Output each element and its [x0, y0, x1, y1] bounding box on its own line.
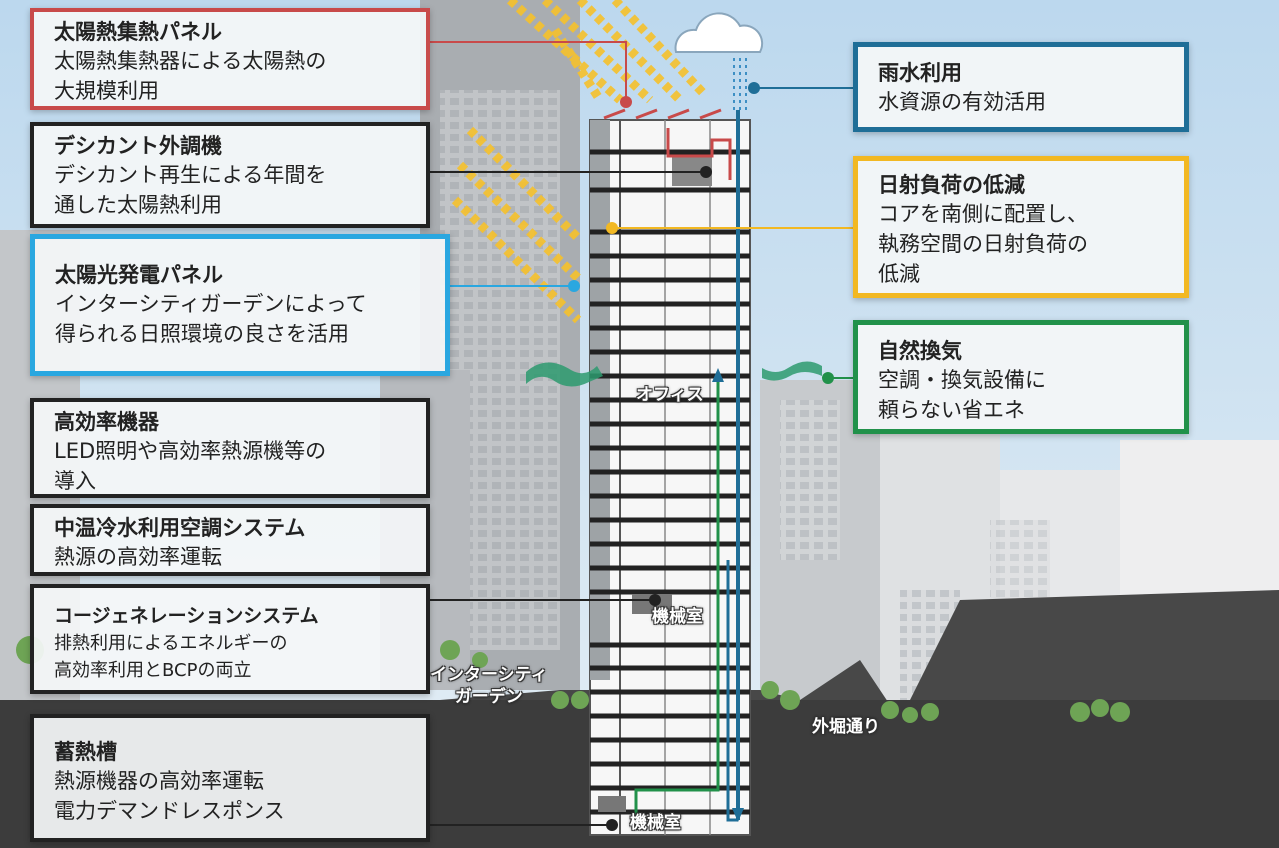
thermal-storage-box: 蓄熱槽 熱源機器の高効率運転 電力デマンドレスポンス — [30, 714, 430, 842]
street-label: 外堀通り — [812, 717, 880, 737]
pointer-dot-thermal-storage — [606, 819, 618, 831]
solar-thermal-desc-line1: 太陽熱集熱器による太陽熱の — [54, 49, 327, 73]
thermal-storage-desc-line1: 熱源機器の高効率運転 — [54, 769, 264, 793]
pointer-dot-solar-load — [606, 222, 618, 234]
pointer-dot-desiccant — [700, 166, 712, 178]
solar-load-desc-line1: コアを南側に配置し、 — [878, 202, 1088, 226]
solar-load-title: 日射負荷の低減 — [878, 173, 1025, 197]
high-efficiency-desc-line2: 導入 — [54, 469, 96, 493]
pointer-dot-solar-pv — [568, 280, 580, 292]
solar-thermal-title: 太陽熱集熱パネル — [54, 20, 222, 44]
water-pipe-up — [634, 380, 720, 820]
pointer-dot-solar-thermal — [620, 96, 632, 108]
desiccant-box: デシカント外調機 デシカント再生による年間を 通した太陽熱利用 — [30, 122, 430, 228]
rainwater-desc-line1: 水資源の有効活用 — [878, 90, 1046, 114]
office-label: オフィス — [636, 385, 704, 405]
high-efficiency-desc-line1: LED照明や高効率熱源機等の — [54, 439, 327, 463]
arrow-down-icon — [732, 808, 744, 822]
solar-thermal-desc-line2: 大規模利用 — [54, 79, 159, 103]
solar-thermal-pipe — [666, 128, 732, 180]
high-efficiency-title: 高効率機器 — [54, 410, 159, 434]
ventilation-arrow-right-icon — [762, 361, 822, 381]
pointer-dot-rainwater — [748, 82, 760, 94]
water-pipe-loop — [726, 560, 738, 822]
desiccant-desc-line2: 通した太陽熱利用 — [54, 193, 222, 217]
natural-vent-box: 自然換気 空調・換気設備に 頼らない省エネ — [853, 320, 1189, 434]
solar-pv-desc-line2: 得られる日照環境の良さを活用 — [55, 322, 349, 346]
cogeneration-desc-line1: 排熱利用によるエネルギーの — [54, 633, 288, 654]
arrow-up-icon — [712, 368, 724, 382]
desiccant-title: デシカント外調機 — [54, 134, 222, 158]
medium-temp-title: 中温冷水利用空調システム — [54, 516, 306, 540]
rain-icon — [733, 58, 747, 110]
solar-load-desc-line2: 執務空間の日射負荷の — [878, 232, 1088, 256]
ventilation-arrow-left-icon — [526, 362, 603, 387]
solar-pv-title: 太陽光発電パネル — [55, 263, 223, 287]
rainwater-box: 雨水利用 水資源の有効活用 — [853, 42, 1189, 132]
machine-room-label: 機械室 — [652, 607, 703, 627]
medium-temp-desc-line1: 熱源の高効率運転 — [54, 545, 222, 569]
cloud-icon — [674, 12, 764, 53]
intercity-garden-label-line1: インターシティ — [430, 665, 548, 685]
natural-vent-desc-line1: 空調・換気設備に — [878, 368, 1046, 392]
natural-vent-desc-line2: 頼らない省エネ — [878, 398, 1025, 422]
cogeneration-box: コージェネレーションシステム 排熱利用によるエネルギーの 高効率利用とBCPの両… — [30, 584, 430, 694]
solar-load-box: 日射負荷の低減 コアを南側に配置し、 執務空間の日射負荷の 低減 — [853, 156, 1189, 298]
solar-load-desc-line3: 低減 — [878, 262, 920, 286]
natural-vent-title: 自然換気 — [878, 339, 962, 363]
intercity-garden-label: インターシティ ガーデン — [430, 664, 548, 708]
high-efficiency-box: 高効率機器 LED照明や高効率熱源機等の 導入 — [30, 398, 430, 498]
thermal-storage-title: 蓄熱槽 — [54, 740, 117, 764]
rainwater-title: 雨水利用 — [878, 61, 962, 85]
main-building — [589, 119, 751, 836]
cogeneration-title: コージェネレーションシステム — [54, 605, 319, 627]
cogeneration-desc-line2: 高効率利用とBCPの両立 — [54, 660, 252, 681]
medium-temp-box: 中温冷水利用空調システム 熱源の高効率運転 — [30, 504, 430, 576]
pointer-dot-natural-vent — [822, 372, 834, 384]
pointer-dot-cogeneration — [649, 594, 661, 606]
intercity-garden-label-line2: ガーデン — [454, 687, 523, 707]
solar-panels — [603, 108, 722, 120]
solar-pv-box: 太陽光発電パネル インターシティガーデンによって 得られる日照環境の良さを活用 — [30, 234, 450, 376]
desiccant-desc-line1: デシカント再生による年間を — [54, 163, 327, 187]
solar-thermal-box: 太陽熱集熱パネル 太陽熱集熱器による太陽熱の 大規模利用 — [30, 8, 430, 110]
machine-room-bottom-label: 機械室 — [630, 813, 681, 833]
solar-pv-desc-line1: インターシティガーデンによって — [55, 292, 367, 316]
thermal-storage-desc-line2: 電力デマンドレスポンス — [54, 799, 285, 823]
